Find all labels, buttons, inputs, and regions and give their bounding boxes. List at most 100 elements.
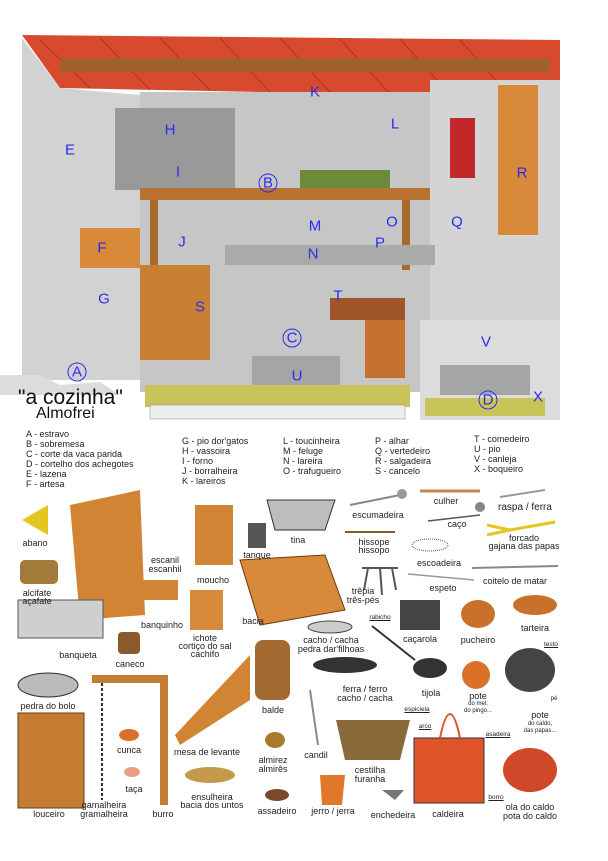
item-label: cachifo [190,649,220,659]
item-label: bacia dos untos [180,800,244,810]
tarteira-image [513,595,557,615]
item-label: cortiço do sal [178,641,232,651]
item-label: pote [531,710,549,720]
jerro-image [320,775,345,805]
legend-item: P - alhar [375,436,409,446]
item-label: tanque [243,550,271,560]
legend-item: B - sobremesa [26,439,85,449]
letter-i: I [175,163,181,181]
item-label: ichote [192,633,218,643]
item-label: tina [290,535,306,545]
legend-item: V - canleja [474,454,517,464]
banqueta-image [17,599,104,639]
item-label: culher [433,496,459,506]
poster-subtitle: Almofrei [36,405,95,422]
moucho-image [195,505,233,565]
item-label: borro [488,794,504,801]
item-label: ferra / ferro [342,684,388,694]
item-label: burro [152,809,174,819]
letter-l: L [390,115,400,133]
taca-image [124,767,140,777]
letter-t: T [333,287,343,305]
alcifate-image [20,560,58,584]
item-label: cunca [116,745,142,755]
pote-mel-image [462,661,490,689]
right-wall [430,80,560,320]
letter-o: O [386,213,398,231]
legend-item: A - estravo [26,429,70,439]
legend-item: K - lareiros [182,476,226,486]
comedeiro [330,298,405,320]
tina-image [266,499,336,531]
item-label: escanhil [148,564,182,574]
ola-image [503,748,557,792]
item-label: do caldo, [527,721,553,727]
letter-r: R [516,164,528,182]
item-label: almirez [258,755,288,765]
pote-caldo-image [505,648,555,692]
item-label: gajana das papas [488,541,560,551]
pucheiro-image [461,600,495,628]
item-label: das papas... [523,728,557,734]
straw-floor [145,385,410,407]
item-label: furanha [354,774,386,784]
item-label: pedra dar'filhoas [297,644,365,654]
item-label: abano [22,538,48,548]
item-label: trêpia [351,586,375,596]
item-label: cacho / cacha [303,635,359,645]
burro-image [160,675,168,805]
item-label: espiciela [404,706,430,713]
letter-j: J [178,233,186,251]
item-label: espeto [429,583,457,593]
door [365,318,405,378]
window-shutter [498,85,538,235]
letter-s: S [194,298,206,316]
legend-item: Q - vertedeiro [375,446,431,456]
pedra-do-bolo-image [17,672,79,698]
item-label: ola do caldo [505,802,555,812]
item-label: coitelo de matar [482,576,548,586]
candil-image [309,689,319,746]
banquinho-image [143,580,178,600]
item-label: pedra do bolo [20,701,76,711]
cestilha-image [336,720,410,760]
letter-b: B [258,173,278,193]
cunca-image [119,729,139,741]
item-label: escanil [150,555,180,565]
item-label: hissopo [358,545,390,555]
legend-item: G - pio dor'gatos [182,436,249,446]
item-label: gramalheira [80,809,128,819]
item-label: alcifate [22,588,52,598]
balde-image [255,640,290,700]
legend-item: C - corte da vaca parida [26,449,123,459]
letter-p: P [374,234,386,252]
letter-v: V [480,333,492,351]
ensulheira-image [185,767,235,783]
letter-h: H [164,121,176,139]
letter-m: M [308,217,322,235]
escanil-image [70,490,145,620]
item-label: rabicho [369,614,391,621]
item-label: louceiro [33,809,65,819]
item-label: taça [125,784,143,794]
item-label: pota do caldo [502,811,558,821]
mesa-de-levante-image [175,655,250,745]
item-label: hissope [358,537,390,547]
item-label: arco [418,723,432,730]
letter-k: K [309,83,321,101]
ferra-image [313,657,377,673]
tijola-image [413,658,447,678]
letter-d: D [478,390,498,410]
salgadeira [450,118,475,178]
legend-item: S - cancelo [375,466,421,476]
letter-e: E [64,141,76,159]
letter-u: U [291,367,303,385]
item-label: enchedeira [370,810,416,820]
item-label: do mel, [468,701,488,707]
item-label: raspa / ferra [498,502,552,513]
letter-a: A [67,362,87,382]
item-label: banquinho [140,620,184,630]
item-label: tarteira [520,623,550,633]
